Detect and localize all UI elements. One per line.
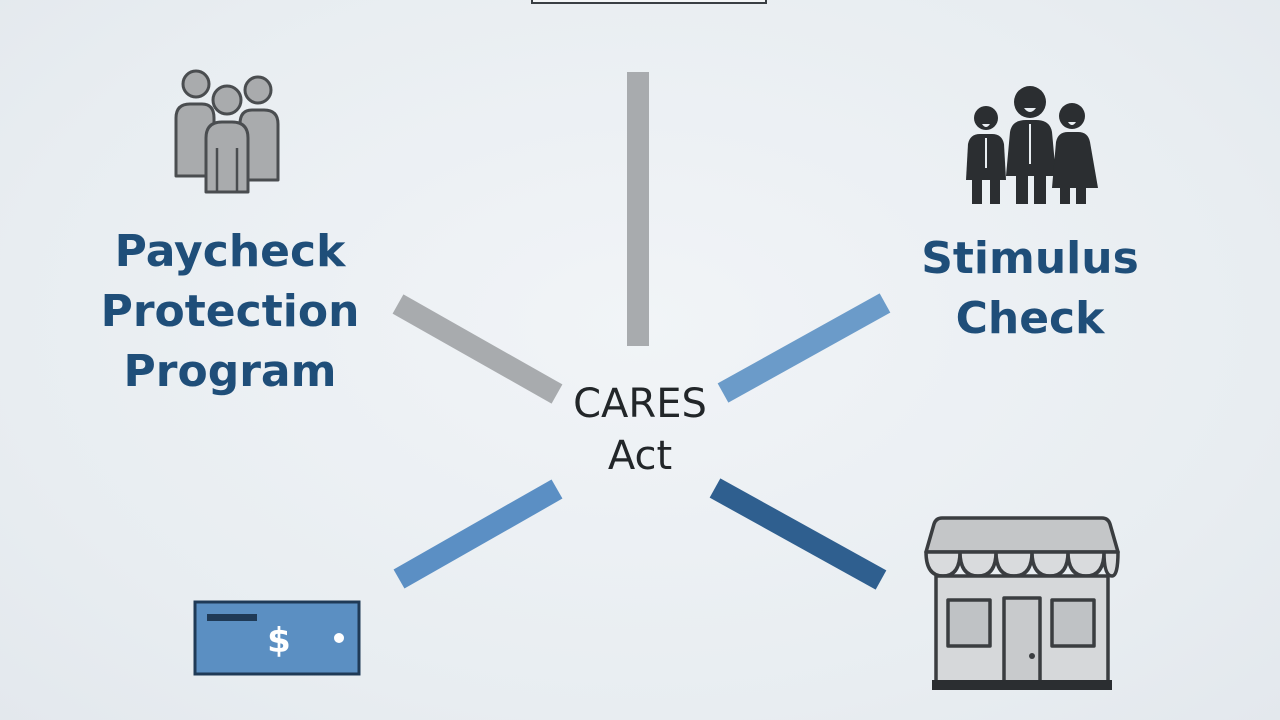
connector-left-bottom [393,479,563,589]
group-of-people-icon [174,69,280,194]
stimulus-label-line2: Check [955,293,1105,344]
connector-right-top [717,293,891,403]
stimulus-label-line1: Stimulus [921,233,1139,284]
dollar-check-icon: $ [193,600,361,676]
ppp-label-line1: Paycheck [114,226,346,277]
stimulus-check-label: Stimulus Check [900,229,1160,349]
connector-right-bottom [709,478,887,590]
family-icon [966,86,1098,204]
ppp-label-line2: Protection [100,286,360,337]
center-label-line2: Act [607,433,673,479]
ppp-label-line3: Program [123,346,337,397]
top-box-partial [531,0,767,4]
check-dollar-symbol: $ [267,621,291,661]
cares-act-label: CARES Act [540,378,740,482]
storefront-icon [924,516,1120,690]
paycheck-protection-program-label: Paycheck Protection Program [80,222,380,402]
connector-left-top [392,294,563,404]
center-label-line1: CARES [573,381,707,427]
